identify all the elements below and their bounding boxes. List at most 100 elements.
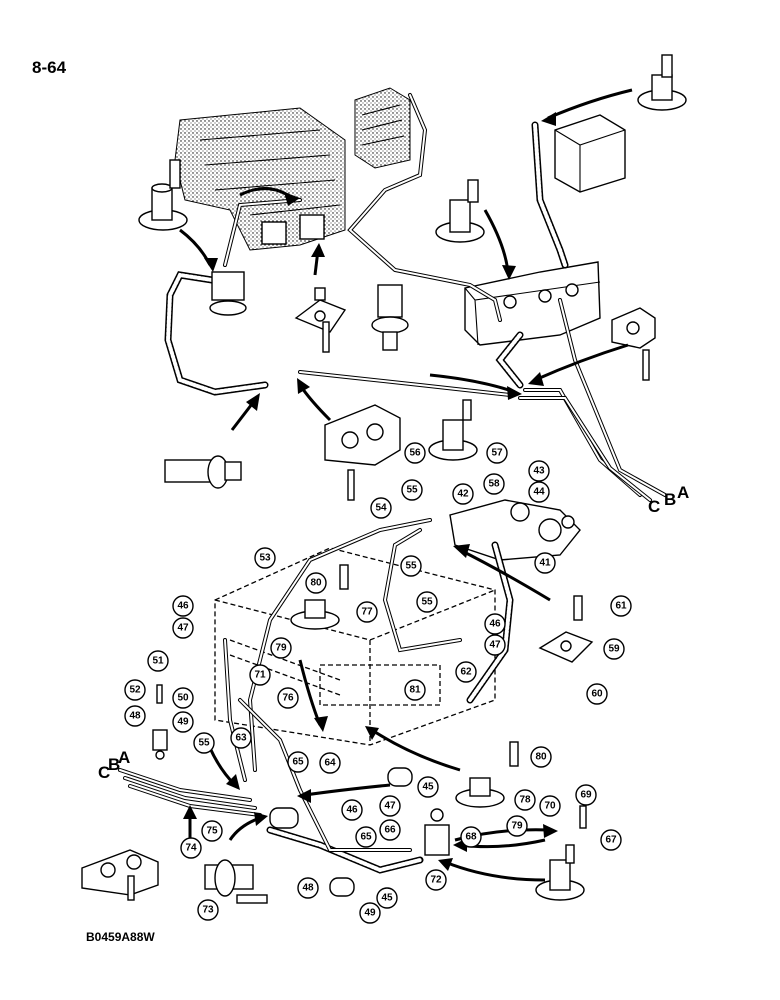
pressure-switch-center	[371, 284, 409, 351]
svg-text:67: 67	[605, 835, 617, 846]
line-label-b-right: B	[664, 490, 676, 509]
callout-76: 76	[277, 687, 299, 709]
smooth-hoses	[223, 518, 462, 852]
callout-63: 63	[230, 727, 252, 749]
callout-59: 59	[603, 638, 625, 660]
callout-46-left: 46	[172, 595, 194, 617]
svg-text:46: 46	[346, 805, 358, 816]
svg-text:65: 65	[360, 832, 372, 843]
flange-plate-center	[294, 287, 347, 333]
callout-80-bottom: 80	[530, 746, 552, 768]
svg-text:76: 76	[282, 693, 294, 704]
callout-79-bottom: 79	[506, 815, 528, 837]
svg-text:69: 69	[580, 790, 592, 801]
svg-text:45: 45	[422, 782, 434, 793]
svg-text:81: 81	[409, 685, 421, 696]
mounting-flange-top-left	[138, 159, 188, 231]
hose-clamp-bottom-left	[81, 849, 159, 896]
callout-70: 70	[539, 795, 561, 817]
callout-48-left: 48	[124, 705, 146, 727]
svg-text:46: 46	[489, 619, 501, 630]
svg-text:72: 72	[430, 875, 442, 886]
hose-clamp-right	[611, 307, 656, 349]
cap-45-top	[387, 767, 413, 787]
figure-code: B0459A88W	[86, 930, 155, 944]
cap-45-bottom	[329, 877, 355, 897]
callout-65-bottom: 65	[355, 826, 377, 848]
svg-text:44: 44	[533, 487, 545, 498]
callout-75: 75	[201, 820, 223, 842]
hydraulic-tank	[214, 547, 496, 746]
svg-text:47: 47	[489, 640, 501, 651]
callout-49-bottom: 49	[359, 902, 381, 924]
svg-text:47: 47	[384, 801, 396, 812]
svg-text:63: 63	[235, 733, 247, 744]
svg-text:68: 68	[465, 832, 477, 843]
callout-73: 73	[197, 899, 219, 921]
flange-77	[290, 599, 340, 630]
callout-52: 52	[124, 679, 146, 701]
page-number: 8-64	[32, 58, 67, 77]
svg-text:46: 46	[177, 601, 189, 612]
svg-text:73: 73	[202, 905, 214, 916]
callout-78: 78	[514, 789, 536, 811]
svg-text:78: 78	[519, 795, 531, 806]
callout-77: 77	[356, 601, 378, 623]
callout-79-top: 79	[270, 637, 292, 659]
callout-49-left: 49	[172, 711, 194, 733]
svg-text:53: 53	[259, 553, 271, 564]
callout-46-bottom: 46	[341, 799, 363, 821]
callout-45-top: 45	[417, 776, 439, 798]
callout-62: 62	[455, 661, 477, 683]
svg-text:70: 70	[544, 801, 556, 812]
callout-65-top: 65	[287, 751, 309, 773]
callout-47-bottom: 47	[379, 795, 401, 817]
mounting-flange-57	[428, 399, 478, 461]
mounting-flange-top-right	[637, 54, 687, 111]
line-label-a-left: A	[118, 748, 130, 767]
callout-43: 43	[528, 460, 550, 482]
line-label-a-right: A	[677, 483, 689, 502]
callout-50: 50	[172, 687, 194, 709]
flange-78	[455, 777, 505, 808]
svg-text:50: 50	[177, 693, 189, 704]
callout-46-right: 46	[484, 613, 506, 635]
callout-51: 51	[147, 650, 169, 672]
pressure-switch-left	[164, 455, 242, 489]
callout-68: 68	[460, 826, 482, 848]
line-label-c-right: C	[648, 497, 660, 516]
callout-47-left: 47	[172, 617, 194, 639]
line-label-b-left: B	[108, 755, 120, 774]
callout-67: 67	[600, 829, 622, 851]
svg-text:55: 55	[405, 561, 417, 572]
braided-hoses	[164, 121, 569, 874]
svg-text:60: 60	[591, 689, 603, 700]
solenoid-box	[554, 114, 626, 193]
mounting-flange-67	[535, 844, 585, 901]
svg-text:49: 49	[177, 717, 189, 728]
callout-53: 53	[254, 547, 276, 569]
bolt-set	[127, 321, 650, 904]
callout-41: 41	[534, 552, 556, 574]
svg-text:42: 42	[457, 489, 469, 500]
line-label-c-left: C	[98, 763, 110, 782]
callout-81: 81	[404, 679, 426, 701]
svg-text:77: 77	[361, 607, 373, 618]
svg-text:48: 48	[129, 711, 141, 722]
callout-56: 56	[404, 442, 426, 464]
svg-text:57: 57	[491, 448, 503, 459]
svg-text:61: 61	[615, 601, 627, 612]
callout-44: 44	[528, 481, 550, 503]
callout-60: 60	[586, 683, 608, 705]
svg-text:43: 43	[533, 466, 545, 477]
callout-57: 57	[486, 442, 508, 464]
svg-text:64: 64	[324, 758, 336, 769]
tee-fitting-68	[424, 808, 450, 856]
svg-text:51: 51	[152, 656, 164, 667]
pressure-switch-bottom	[204, 859, 254, 897]
svg-text:58: 58	[488, 479, 500, 490]
svg-text:79: 79	[275, 643, 287, 654]
svg-text:59: 59	[608, 644, 620, 655]
callout-55-left: 55	[193, 732, 215, 754]
